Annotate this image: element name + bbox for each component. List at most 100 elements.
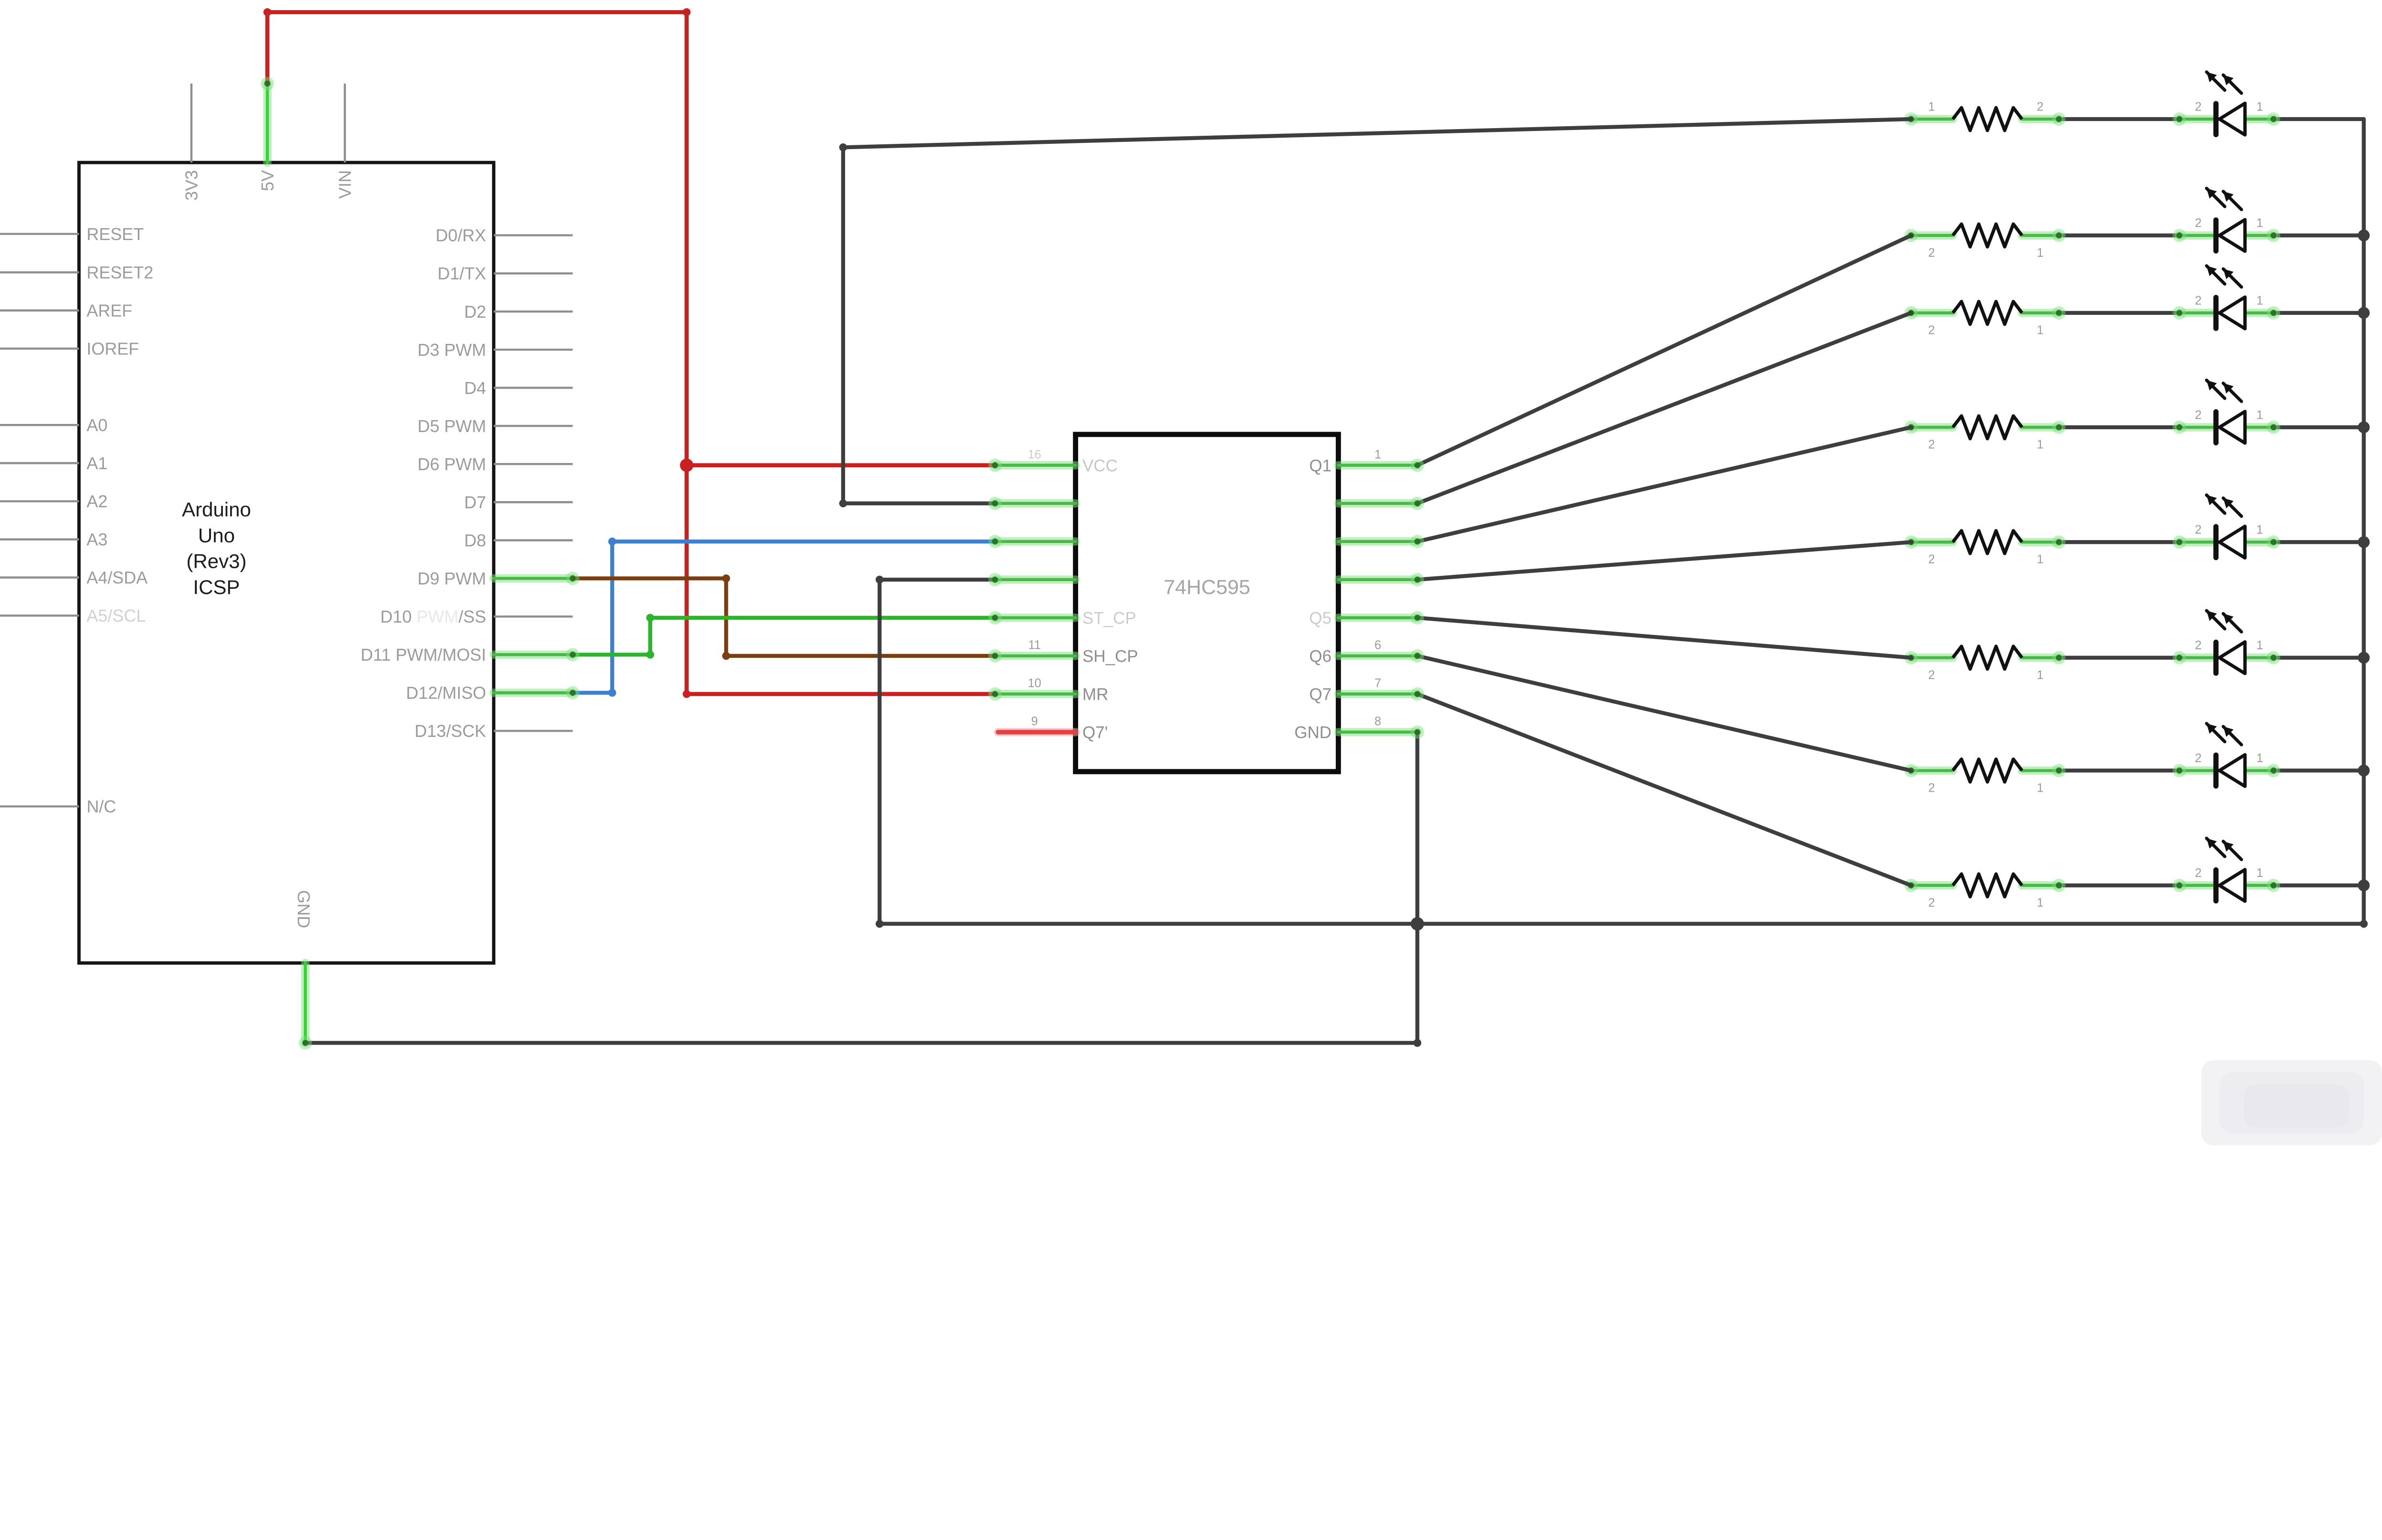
led-triangle	[2218, 524, 2247, 560]
led-pin-number: 1	[2256, 100, 2263, 113]
led-pin-number: 2	[2195, 408, 2201, 422]
watermark-patch	[2201, 1060, 2382, 1146]
led-triangle	[2218, 218, 2247, 253]
pin-end-dot	[2056, 310, 2062, 316]
led-arrow-head-icon	[2223, 726, 2234, 737]
pin-label: D2	[464, 302, 486, 322]
bus-junction-dot	[2358, 652, 2370, 664]
resistor-zigzag	[1951, 757, 2024, 784]
wire-d12-miso-blue[interactable]	[572, 539, 997, 695]
led-arrow-head-icon	[2206, 838, 2217, 849]
chip-pin-label: Q1	[1309, 456, 1332, 475]
watermark-blur-core	[2243, 1084, 2349, 1127]
arduino-board-body[interactable]	[77, 161, 495, 965]
led-pin-number: 1	[2256, 523, 2263, 537]
wire-bend-q0-to-led1	[839, 143, 848, 151]
pin-end-dot	[2176, 539, 2182, 545]
bus-junction-dot	[2358, 765, 2370, 777]
resistor-pin-number: 1	[2037, 896, 2043, 909]
wire-q3-diagonal[interactable]	[1415, 425, 1913, 544]
wire-bend-gnd-chip-to-arduino	[1413, 1039, 1422, 1047]
led-arrow-head-icon	[2223, 191, 2234, 202]
resistor-pin-number: 2	[1928, 324, 1935, 337]
led-arrow-head-icon	[2206, 72, 2217, 82]
wire-q7-diagonal[interactable]	[1415, 692, 1913, 887]
resistor-pin-number: 2	[2037, 100, 2043, 113]
pin-label: A2	[87, 492, 108, 511]
resistor-pin-number: 2	[1928, 438, 1935, 452]
pin-label: A0	[87, 415, 108, 435]
resistor-zigzag	[1951, 414, 2024, 441]
led-pin-number: 1	[2256, 639, 2263, 652]
pin-end-dot	[2056, 882, 2062, 889]
led-pin-number: 2	[2195, 866, 2201, 880]
pin-end-dot	[992, 653, 999, 659]
resistor-zigzag	[1951, 644, 2024, 671]
wire-q2-diagonal[interactable]	[1415, 311, 1913, 505]
led-arrow-head-icon	[2223, 75, 2234, 86]
pin-end-dot	[569, 575, 576, 582]
wire-q0-to-led1[interactable]	[841, 117, 1913, 505]
wire-q4-diagonal[interactable]	[1415, 540, 1913, 582]
pin-dots-layer	[261, 77, 1424, 1050]
pin-end-dot	[2270, 424, 2277, 431]
pin-label: D1/TX	[437, 264, 486, 283]
wire-q6-diagonal[interactable]	[1415, 654, 1913, 773]
pin-label-vin: VIN	[335, 170, 355, 199]
resistor-zigzag	[1951, 872, 2024, 899]
resistor-pin-number: 1	[2037, 324, 2043, 337]
chip-pin-number: 6	[1374, 639, 1381, 652]
pin-label: AREF	[87, 301, 132, 321]
wire-bend-5v-red	[683, 8, 691, 16]
pin-end-dot	[569, 690, 576, 696]
wire-bend-d9-brown	[722, 574, 730, 583]
wire-bend-oe-ground-bus	[2360, 920, 2368, 928]
pin-label-5v: 5V	[258, 170, 277, 191]
led-pin-number: 2	[2195, 523, 2201, 537]
chip-body[interactable]	[1073, 432, 1341, 775]
pin-label: N/C	[87, 797, 116, 816]
led-triangle	[2218, 640, 2247, 675]
chip-pin-label: SH_CP	[1082, 647, 1138, 666]
chip-74hc595[interactable]: 74HC59516VCC15Q014DS13OE12ST_CP11SH_CP10…	[990, 432, 1422, 775]
led-arrow-head-icon	[2223, 614, 2234, 624]
led-arrow-head-icon	[2206, 188, 2217, 199]
pin-label: D7	[464, 493, 486, 512]
led-arrow-head-icon	[2206, 495, 2217, 505]
led-pin-number: 2	[2195, 217, 2201, 230]
pin-end-dot	[2176, 882, 2182, 889]
wire-d11-mosi-green[interactable]	[572, 615, 997, 657]
resistor-pin-number: 2	[1928, 781, 1935, 795]
pin-end-dot	[2176, 310, 2182, 316]
led-pin-number: 1	[2256, 217, 2263, 230]
wire-bend-d11-mosi-green	[646, 614, 655, 622]
resistor-zigzag	[1951, 300, 2024, 326]
wire-q1-diagonal[interactable]	[1415, 233, 1913, 467]
board-title-line: Uno	[198, 524, 235, 546]
pin-label: RESET2	[87, 263, 153, 282]
wire-q5-diagonal[interactable]	[1415, 615, 1913, 660]
